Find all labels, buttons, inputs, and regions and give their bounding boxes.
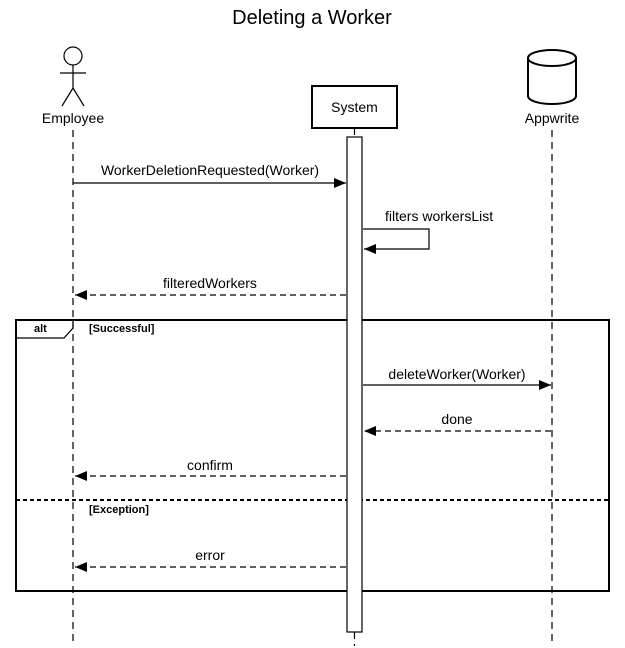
appwrite-label: Appwrite <box>525 110 580 126</box>
guard-successful: [Successful] <box>89 323 155 335</box>
guard-exception: [Exception] <box>89 504 149 516</box>
self-message-arrow <box>363 228 430 254</box>
message-label: deleteWorker(Worker) <box>388 366 525 382</box>
database-icon <box>527 49 577 105</box>
system-participant-box <box>311 85 398 129</box>
message-label: filters workersList <box>385 208 493 224</box>
message-label: done <box>441 411 472 427</box>
system-activation-bar <box>346 136 363 633</box>
alt-fragment-frame <box>15 319 610 592</box>
message-label: confirm <box>187 457 233 473</box>
employee-actor-icon <box>60 46 86 107</box>
system-label: System <box>331 99 378 115</box>
diagram-title: Deleting a Worker <box>232 7 392 29</box>
alt-operator-label: alt <box>34 323 47 335</box>
message-label: error <box>195 547 225 563</box>
message-label: WorkerDeletionRequested(Worker) <box>101 162 319 178</box>
message-label: filteredWorkers <box>163 275 257 291</box>
employee-label: Employee <box>42 110 104 126</box>
alt-operator-tab <box>16 319 74 339</box>
